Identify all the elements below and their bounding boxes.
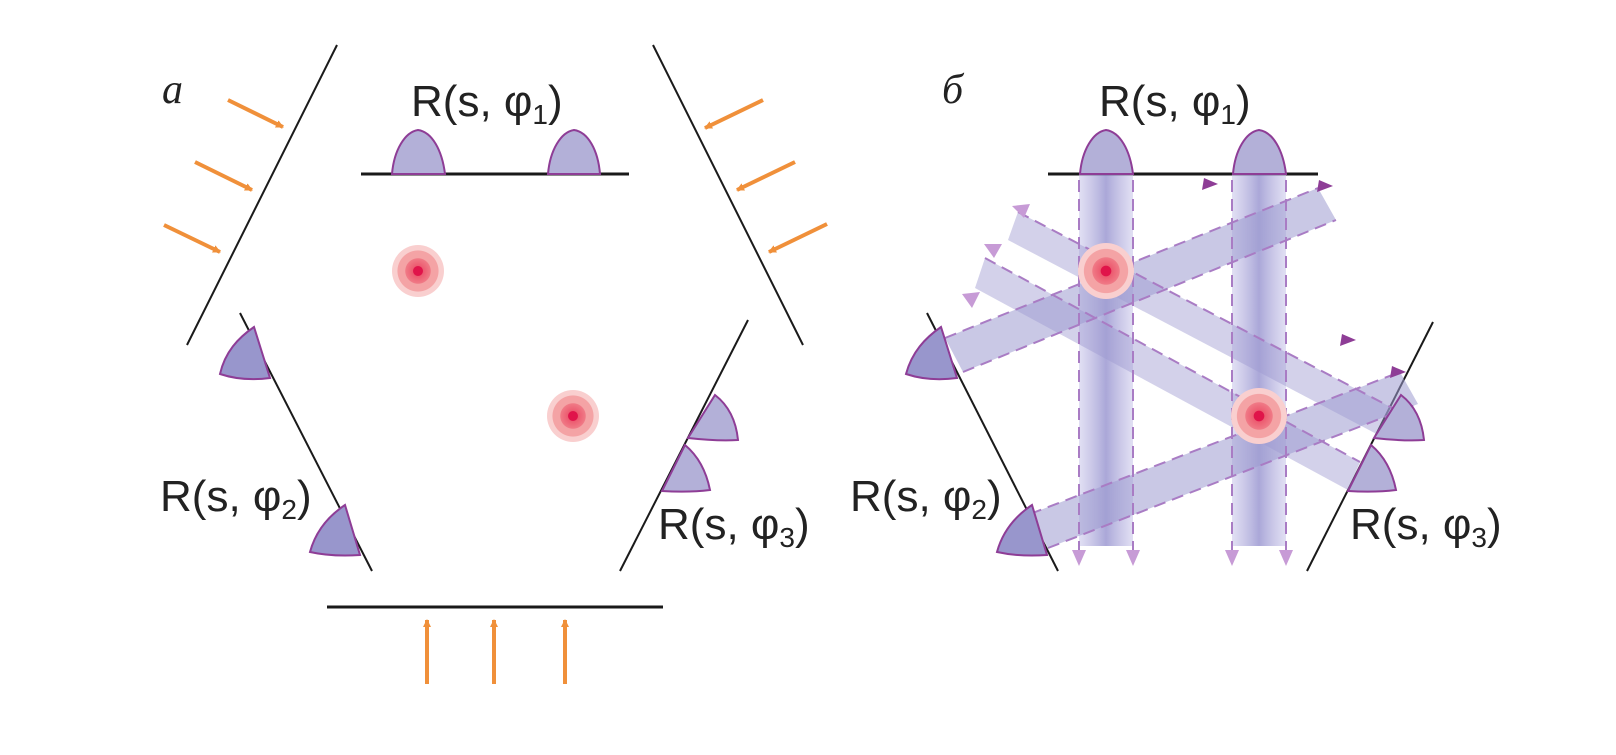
incident-arrow bbox=[194, 160, 253, 192]
beam-boundary bbox=[1017, 211, 1401, 413]
panel-a-label: а bbox=[162, 67, 183, 113]
projection-label-r3: R(s, φ3) bbox=[1350, 500, 1502, 553]
beam-arrowhead bbox=[1225, 550, 1239, 566]
projection-label-r2: R(s, φ2) bbox=[850, 472, 1002, 525]
projection-label-r1: R(s, φ1) bbox=[1099, 77, 1251, 130]
incident-rays-right bbox=[704, 98, 828, 254]
beam-arrowhead bbox=[1126, 550, 1140, 566]
projection-peak bbox=[1372, 393, 1426, 442]
beam-arrowhead bbox=[1072, 550, 1086, 566]
beam-arrowhead bbox=[1012, 204, 1030, 218]
projection-peak bbox=[218, 325, 272, 381]
incident-arrow bbox=[163, 223, 221, 254]
panel-b: б bbox=[850, 67, 1502, 572]
panel-a: а bbox=[160, 44, 828, 684]
projection-peak bbox=[904, 325, 959, 381]
incident-rays-bottom bbox=[423, 619, 569, 684]
panel-b-label: б bbox=[942, 67, 965, 113]
projection-peak bbox=[1346, 443, 1398, 493]
beam-arrowhead bbox=[1202, 178, 1218, 190]
beam-arrowhead bbox=[1317, 180, 1333, 192]
point-source bbox=[1078, 243, 1134, 299]
detector-line-upper-right bbox=[652, 44, 804, 346]
beam-arrowhead bbox=[1340, 334, 1356, 346]
beam-arrowheads bbox=[962, 204, 1293, 566]
projection-peak bbox=[660, 443, 712, 493]
beam-arrowhead bbox=[962, 292, 980, 308]
beam-boundary bbox=[1047, 403, 1419, 549]
projection-label-r3: R(s, φ3) bbox=[658, 500, 810, 553]
projection-label-r1: R(s, φ1) bbox=[411, 77, 563, 130]
beam-arrowheads-dark bbox=[1202, 178, 1406, 378]
point-source bbox=[547, 390, 599, 442]
back-projection-beam bbox=[945, 188, 1336, 372]
incident-arrow bbox=[768, 222, 828, 254]
point-source bbox=[392, 245, 444, 297]
projection-peak bbox=[686, 393, 740, 442]
beam-boundary bbox=[962, 219, 1337, 373]
beam-arrowhead bbox=[984, 244, 1002, 258]
projection-peak bbox=[1078, 128, 1135, 175]
projection-peak bbox=[546, 128, 602, 175]
projection-peak bbox=[1231, 128, 1288, 175]
beam-boundary bbox=[984, 257, 1361, 463]
incident-rays-left bbox=[163, 98, 284, 254]
incident-arrow bbox=[227, 98, 284, 129]
incident-arrow bbox=[704, 98, 764, 130]
incident-arrow bbox=[736, 160, 796, 192]
point-source bbox=[1231, 388, 1287, 444]
back-projection-beam bbox=[1030, 372, 1418, 548]
projection-label-r2: R(s, φ2) bbox=[160, 472, 312, 525]
beam-boundary bbox=[1029, 371, 1401, 515]
detector-line-upper-left bbox=[186, 44, 338, 346]
projection-peak bbox=[308, 503, 362, 557]
beam-arrowhead bbox=[1279, 550, 1293, 566]
projection-peak bbox=[995, 503, 1049, 557]
projection-peak bbox=[390, 128, 447, 175]
beam-arrowhead bbox=[1390, 366, 1406, 378]
